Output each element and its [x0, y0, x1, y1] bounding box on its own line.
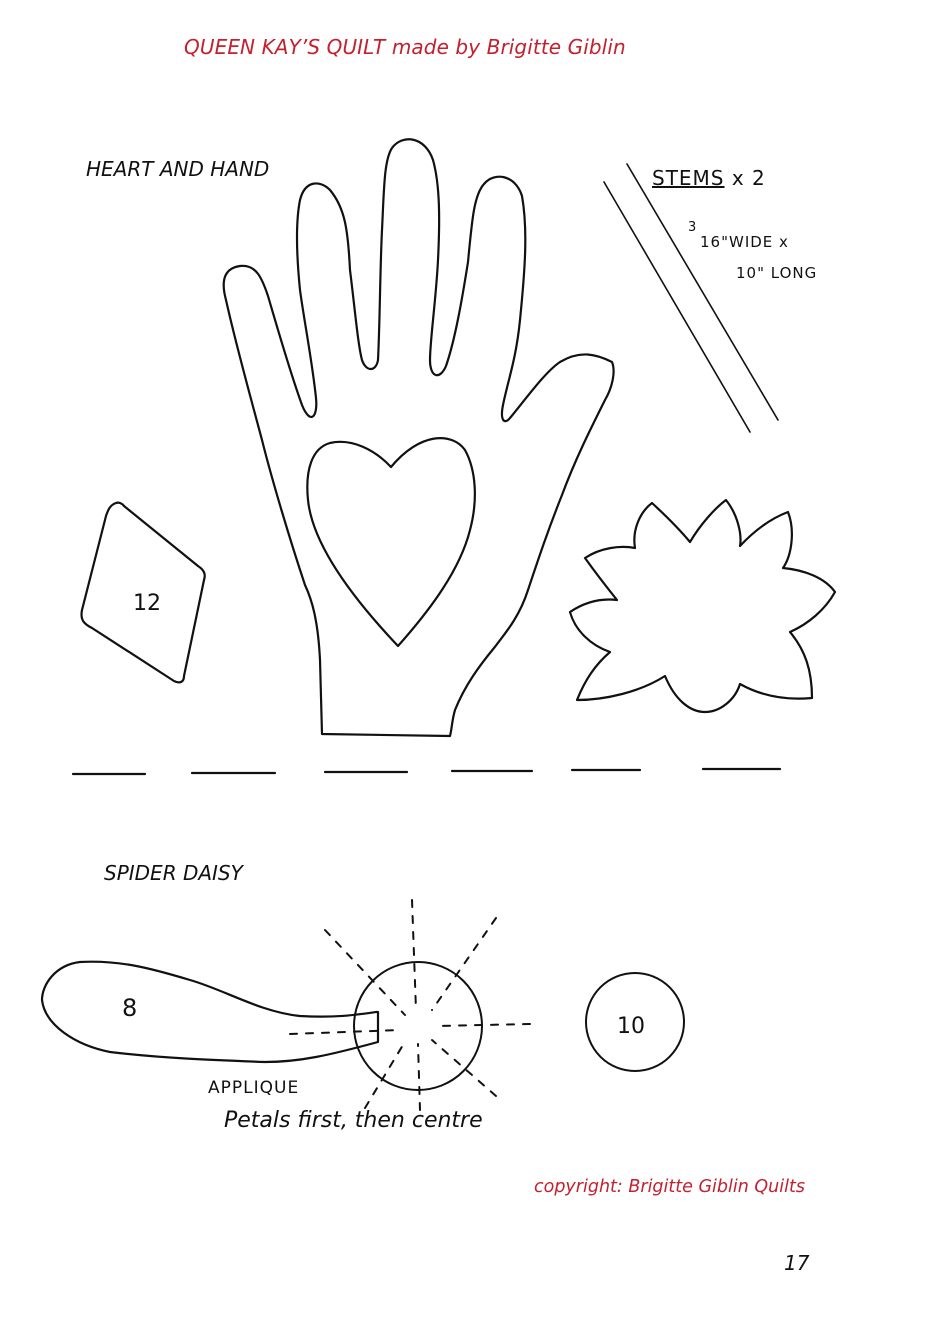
page-number: 17 — [784, 1251, 810, 1275]
piece-label-10: 10 — [617, 1014, 645, 1039]
stems-note-title: STEMS x 2 — [652, 166, 766, 190]
petal-template: 8 — [40, 960, 380, 1064]
stems-count: x 2 — [731, 166, 766, 190]
diamond-template: 12 — [80, 501, 206, 684]
stems-fraction-numerator: 3 — [688, 220, 697, 235]
hand-template — [222, 138, 615, 738]
section-divider — [71, 767, 782, 776]
page-title: QUEEN KAY’S QUILT made by Brigitte Gibli… — [184, 35, 626, 59]
circle-template: 10 — [585, 972, 685, 1072]
flower-template — [568, 498, 837, 714]
section-heading-spider-daisy: SPIDER DAISY — [104, 861, 243, 885]
piece-label-12: 12 — [133, 591, 161, 616]
stems-title: STEMS — [652, 166, 725, 190]
stems-size-line2: 10" LONG — [736, 264, 818, 282]
stems-size-line1: 16"WIDE x — [700, 233, 789, 251]
daisy-center-diagram — [289, 899, 531, 1111]
section-heading-heart-and-hand: HEART AND HAND — [86, 157, 270, 181]
piece-label-8: 8 — [122, 994, 137, 1022]
stems-template — [603, 163, 779, 433]
applique-note-line2: Petals first, then centre — [224, 1108, 483, 1133]
applique-note-line1: APPLIQUE — [208, 1078, 300, 1098]
copyright-notice: copyright: Brigitte Giblin Quilts — [534, 1177, 805, 1197]
